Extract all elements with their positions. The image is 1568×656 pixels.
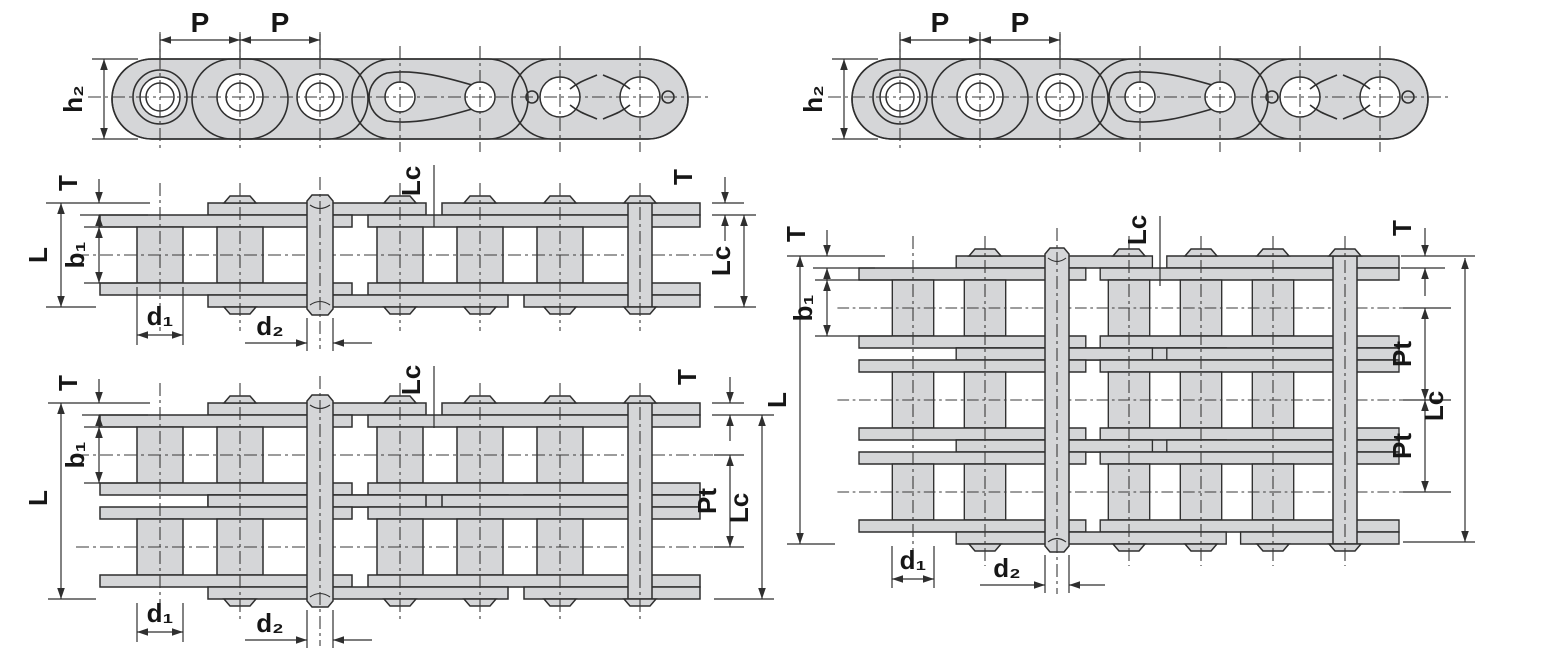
- chain-section-triplex: L T b₁ d₁ d₂ Lc: [762, 215, 1475, 594]
- chain-side-view-left: P P h₂: [58, 7, 710, 164]
- chain-side-view-right: P P h₂: [798, 7, 1450, 164]
- centerlines: [159, 376, 641, 646]
- dim-label-pin-length: L: [23, 490, 53, 506]
- chain-section-duplex: L T b₁ d₁ d₂ Lc: [23, 365, 774, 648]
- end-pin: [623, 395, 657, 607]
- dim-label-plate-thickness: T: [781, 226, 811, 242]
- dim-label-connecting-length: Lc: [396, 166, 426, 196]
- dim-plate-thickness-left: T: [53, 175, 148, 283]
- dim-label-inner-width: b₁: [60, 442, 90, 469]
- dim-label-plate-thickness: T: [53, 175, 83, 191]
- dim-roller-diameter: d₁: [136, 287, 184, 345]
- dim-label-roller-diameter: d₁: [900, 545, 927, 575]
- dim-label-plate-height: h₂: [798, 85, 828, 112]
- centerlines: [912, 228, 1346, 594]
- dim-label-pin-length: L: [23, 247, 53, 263]
- dim-inner-width: b₁: [60, 426, 137, 484]
- dim-transverse-pitch-2: Pt: [1387, 400, 1451, 493]
- dim-label-pin-length: L: [762, 392, 792, 408]
- dim-connecting-length-top: Lc: [396, 365, 435, 428]
- centerlines: [159, 177, 641, 349]
- dim-pin-length: L: [23, 202, 150, 308]
- dim-connecting-length-right: Lc: [1403, 258, 1475, 543]
- dim-label-plate-thickness: T: [1387, 220, 1417, 236]
- dim-label-transverse-pitch: Pt: [1387, 341, 1417, 367]
- dim-roller-diameter: d₁: [136, 598, 184, 642]
- dim-label-connecting-length: Lc: [706, 246, 736, 276]
- dim-label-pitch-1: P: [931, 7, 950, 38]
- dim-pin-length: L: [762, 255, 885, 545]
- dim-transverse-pitch: Pt: [692, 454, 744, 548]
- dim-connecting-length-right: Lc: [706, 215, 756, 308]
- dim-label-plate-thickness: T: [53, 375, 83, 391]
- dim-label-pitch-1: P: [191, 7, 210, 38]
- dim-label-connecting-length: Lc: [396, 365, 426, 395]
- chain-side-geometry: [88, 32, 710, 152]
- dim-plate-thickness-left: T: [781, 226, 875, 336]
- dim-plate-thickness-right: T: [672, 369, 774, 441]
- dim-label-roller-diameter: d₁: [147, 301, 174, 331]
- dim-label-transverse-pitch: Pt: [692, 488, 722, 514]
- dim-label-inner-width: b₁: [60, 242, 90, 269]
- dim-label-pin-diameter: d₂: [256, 311, 283, 341]
- dim-plate-thickness-right: T: [668, 169, 756, 241]
- dim-label-plate-thickness: T: [668, 169, 698, 185]
- dim-label-plate-thickness: T: [672, 369, 702, 385]
- dim-label-transverse-pitch: Pt: [1387, 433, 1417, 459]
- dim-pin-length: L: [23, 402, 150, 600]
- dim-plate-thickness-right: T: [1387, 220, 1475, 296]
- dim-plate-thickness-left: T: [53, 375, 148, 483]
- dim-connecting-length-top: Lc: [1122, 215, 1161, 286]
- dim-label-pitch-2: P: [1011, 7, 1030, 38]
- dim-label-connecting-length: Lc: [1419, 391, 1449, 421]
- dim-label-pin-diameter: d₂: [256, 608, 283, 638]
- chain-side-geometry: [828, 32, 1450, 152]
- dim-pin-diameter: d₂: [245, 311, 372, 351]
- dim-pin-diameter: d₂: [245, 608, 372, 648]
- dim-inner-width: b₁: [788, 279, 892, 337]
- dim-label-pitch-2: P: [271, 7, 290, 38]
- dim-label-connecting-length: Lc: [724, 493, 754, 523]
- dim-label-plate-height: h₂: [58, 85, 88, 112]
- dim-label-connecting-length: Lc: [1122, 215, 1152, 245]
- dim-label-pin-diameter: d₂: [993, 553, 1020, 583]
- dim-pin-diameter: d₂: [980, 553, 1105, 593]
- dim-connecting-length-right: Lc: [714, 415, 774, 600]
- dim-label-roller-diameter: d₁: [147, 598, 174, 628]
- dim-transverse-pitch-1: Pt: [1387, 307, 1451, 401]
- dim-roller-diameter: d₁: [891, 545, 935, 588]
- dim-connecting-length-top: Lc: [396, 165, 435, 227]
- chain-section-simplex: L T b₁ d₁ d₂ Lc: [23, 165, 756, 351]
- dim-inner-width: b₁: [60, 226, 137, 284]
- dim-label-inner-width: b₁: [788, 295, 818, 322]
